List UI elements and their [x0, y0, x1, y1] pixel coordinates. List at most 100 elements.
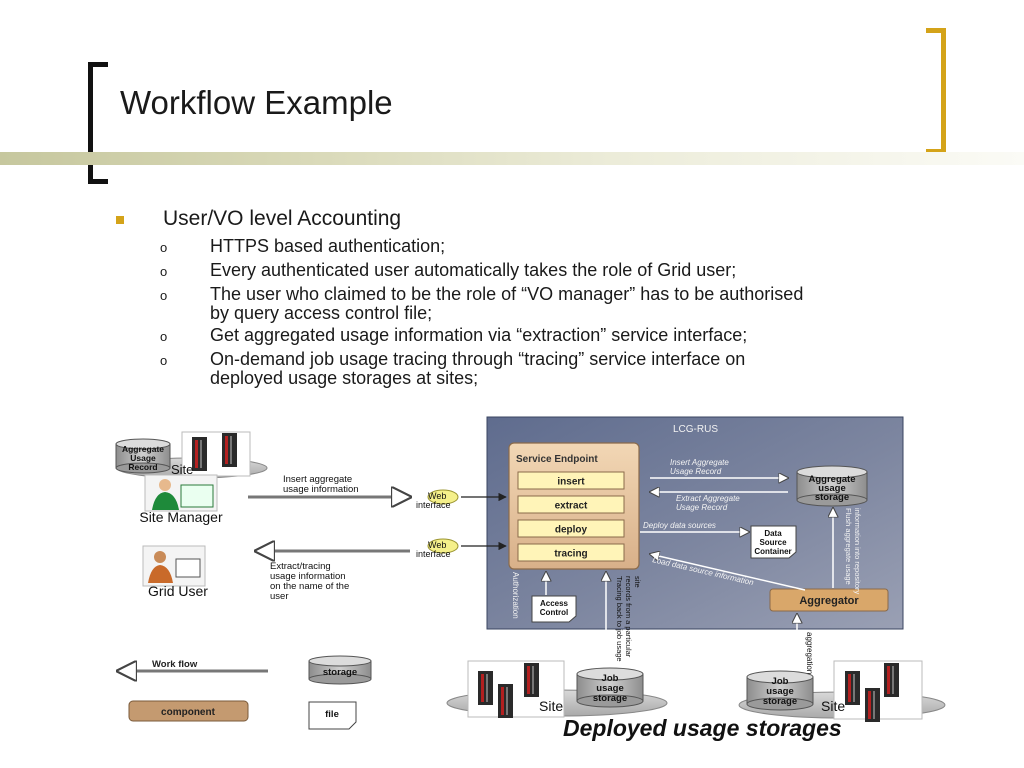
tracing-back-label-2: records from a particular — [624, 576, 633, 658]
slide-title: Workflow Example — [120, 84, 393, 121]
legend-file-label: file — [325, 709, 339, 720]
deploy-button[interactable] — [517, 519, 625, 538]
aggregate-storage-label-1: Aggregate — [809, 474, 856, 485]
top-site-storage-label-3: Record — [128, 462, 157, 472]
extract-info-label-3: on the name of the — [270, 581, 349, 592]
tracing-button[interactable] — [517, 543, 625, 562]
web-interface-bottom-icon[interactable] — [427, 538, 459, 554]
top-site-storage-label-2: Usage — [130, 453, 156, 463]
aggregate-storage-cylinder — [796, 465, 868, 507]
circle-bullet-icon: o — [160, 288, 168, 303]
server-icon — [845, 671, 860, 705]
circle-bullet-icon: o — [160, 264, 168, 279]
top-site-storage-label-1: Aggregate — [122, 444, 164, 454]
sub-bullet-1: HTTPS based authentication; — [210, 236, 446, 256]
extract-button-label: extract — [555, 501, 588, 512]
lcg-rus-label: LCG-RUS — [673, 424, 718, 435]
server-icon — [884, 663, 899, 697]
aggregator-label: Aggregator — [799, 595, 859, 607]
server-icon — [192, 437, 207, 471]
insert-info-label-1: Insert aggregate — [283, 474, 352, 485]
tracing-back-label-3: site — [633, 576, 642, 588]
server-icon — [865, 688, 880, 722]
bottom-site-left — [446, 660, 668, 718]
job-storage-bottom — [576, 694, 644, 708]
data-source-container-file — [750, 525, 797, 559]
bottom-site-right — [738, 660, 946, 722]
legend-component-icon — [128, 700, 249, 722]
sub-bullet-3-line-1: The user who claimed to be the role of “… — [210, 284, 804, 304]
insert-button[interactable] — [517, 471, 625, 490]
legend-workflow-label: Work flow — [152, 659, 198, 670]
monitor-icon — [175, 558, 201, 578]
web-interface-top-label-2: interface — [416, 500, 451, 510]
authorization-label: Authorization — [511, 572, 520, 619]
flush-label-2: information into repository — [853, 508, 862, 595]
deploy-sources-label: Deploy data sources — [643, 521, 716, 530]
deployed-storages-caption: Deployed usage storages — [563, 715, 842, 741]
data-source-label-1: Data — [764, 529, 782, 538]
web-interface-top-icon[interactable] — [427, 489, 459, 505]
web-interface-bottom-label-2: interface — [416, 549, 451, 559]
title-band — [0, 152, 1024, 165]
grid-user-head — [154, 551, 166, 563]
server-icon — [498, 684, 513, 718]
tracing-back-label-1: Tracing back to job usage — [615, 576, 624, 662]
job-storage-top — [576, 667, 644, 681]
grid-user-label: Grid User — [148, 583, 208, 599]
monitor-icon — [180, 484, 214, 508]
right-bracket-decoration — [926, 28, 946, 154]
aggregation-label: aggregation — [805, 632, 814, 674]
top-site-label: Site — [171, 462, 193, 477]
access-control-label-2: Control — [540, 608, 568, 617]
job-storage-label-3: storage — [593, 693, 627, 704]
data-source-label-3: Container — [754, 547, 791, 556]
web-interface-top-label-1: Web — [428, 491, 446, 501]
top-site-storage-top — [115, 438, 171, 450]
job-storage-label-2: usage — [596, 683, 623, 694]
deploy-button-label: deploy — [555, 525, 588, 536]
extract-button[interactable] — [517, 495, 625, 514]
job-storage-bottom — [746, 697, 814, 711]
aggregate-storage-label-2: usage — [818, 483, 845, 494]
sub-bullet-2: Every authenticated user automatically t… — [210, 260, 737, 280]
grid-user-body — [148, 565, 173, 583]
sub-bullet-4: Get aggregated usage information via “ex… — [210, 325, 748, 345]
load-info-arrow — [650, 554, 806, 591]
legend-storage-bottom — [308, 673, 372, 685]
top-site-group — [115, 431, 268, 479]
extract-info-label-4: user — [270, 591, 288, 602]
server-icon — [222, 433, 237, 467]
legend-component-label: component — [161, 707, 216, 718]
data-source-label-2: Source — [759, 538, 787, 547]
tracing-button-label: tracing — [554, 549, 587, 560]
extract-aggregate-label-1: Extract Aggregate — [676, 494, 740, 503]
access-control-file — [531, 595, 577, 623]
extract-info-label-1: Extract/tracing — [270, 561, 331, 572]
aggregator-component — [769, 588, 889, 612]
job-storage-top — [746, 670, 814, 684]
insert-info-label-2: usage information — [283, 484, 359, 495]
left-bracket-decoration — [88, 62, 108, 184]
web-interface-bottom-label-1: Web — [428, 540, 446, 550]
circle-bullet-icon: o — [160, 240, 168, 255]
aggregate-storage-label-3: storage — [815, 492, 849, 503]
sub-bullet-5-line-1: On-demand job usage tracing through “tra… — [210, 349, 746, 369]
legend-storage-label: storage — [323, 667, 357, 678]
top-site-storage-bottom — [115, 462, 171, 474]
legend-file-icon — [308, 701, 357, 730]
site-manager-body — [152, 492, 179, 510]
server-icon — [524, 663, 539, 697]
flush-label-1: Flush aggregate usage — [844, 508, 853, 585]
insert-button-label: insert — [557, 477, 585, 488]
square-bullet-icon — [116, 216, 124, 224]
job-storage-label-1: Job — [602, 673, 619, 684]
bottom-left-site-label: Site — [539, 698, 563, 714]
circle-bullet-icon: o — [160, 353, 168, 368]
insert-aggregate-label-2: Usage Record — [670, 467, 722, 476]
sub-bullet-3-line-2: by query access control file; — [210, 303, 433, 323]
bottom-right-site-label: Site — [821, 698, 845, 714]
main-bullet-text: User/VO level Accounting — [163, 207, 402, 230]
job-storage-label-2: usage — [766, 686, 793, 697]
